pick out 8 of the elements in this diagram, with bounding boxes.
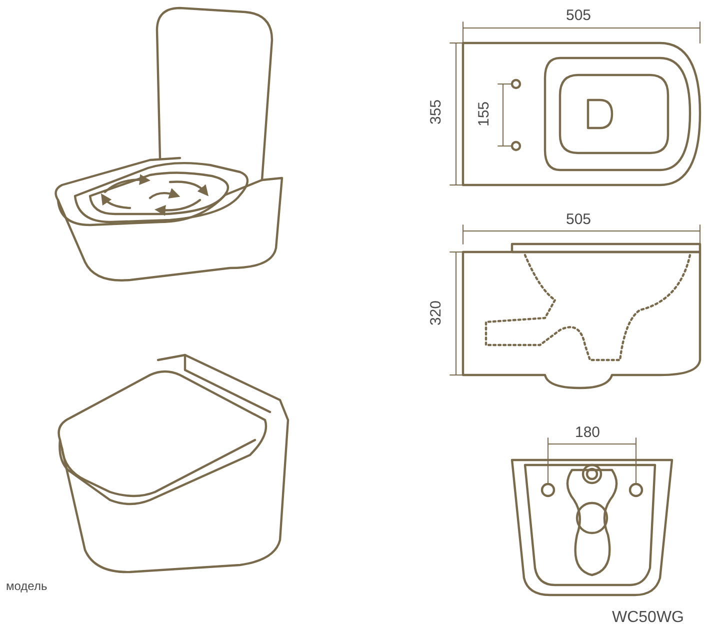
dimension-label: 320 [428,300,445,326]
model-code: WC50WG [612,610,684,626]
dimension-label: 155 [476,101,493,127]
dimension-label: 180 [575,425,600,441]
model-label: модель [6,578,48,594]
dimension-label: 505 [566,8,592,24]
dimension-label: 505 [566,212,592,228]
dimension-label: 355 [428,99,445,125]
